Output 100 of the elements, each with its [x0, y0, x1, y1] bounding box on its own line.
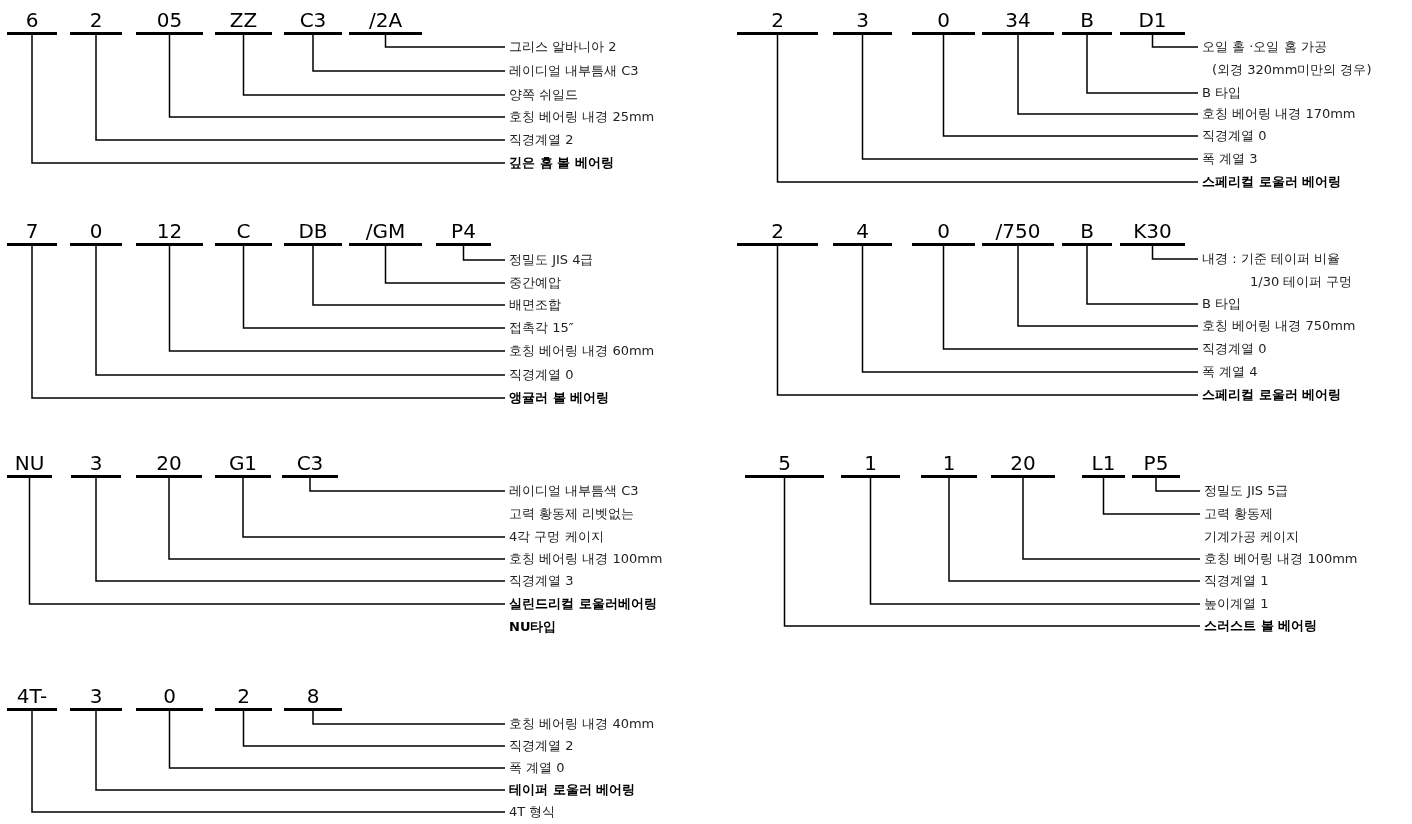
- description-text: B 타입: [1198, 295, 1242, 313]
- description-text: 정밀도 JIS 5급: [1200, 482, 1289, 500]
- description-text: 스러스트 볼 베어링: [1200, 617, 1318, 635]
- leader-line: [95, 710, 506, 791]
- leader-line: [942, 34, 1199, 137]
- code-segment: 6: [7, 8, 57, 35]
- leader-line: [95, 477, 506, 582]
- leader-line: [242, 477, 506, 538]
- description-text: 그리스 알바니아 2: [505, 38, 617, 56]
- leader-line: [28, 477, 506, 605]
- code-segment: C3: [284, 8, 342, 35]
- description-text: 직경계열 2: [505, 737, 574, 755]
- description-text: 접촉각 15″: [505, 319, 574, 337]
- description-text: 호칭 베어링 내경 25mm: [505, 108, 655, 126]
- leader-line: [948, 477, 1201, 582]
- leader-line: [1086, 34, 1199, 94]
- description-text: 호칭 베어링 내경 40mm: [505, 715, 655, 733]
- description-text: 중간예압: [505, 274, 561, 292]
- description-text: 스페리컬 로울러 베어링: [1198, 386, 1342, 404]
- code-segment: 7: [7, 219, 57, 246]
- leader-line: [861, 34, 1199, 160]
- leader-line: [168, 34, 506, 118]
- code-segment: 3: [71, 451, 121, 478]
- leader-line: [31, 245, 506, 399]
- leader-line: [776, 245, 1199, 396]
- code-segment: /GM: [349, 219, 422, 246]
- description-text: 높이계열 1: [1200, 595, 1269, 613]
- leader-line: [1017, 34, 1199, 115]
- code-segment: DB: [284, 219, 342, 246]
- leader-line: [869, 477, 1201, 605]
- description-text: 양쪽 쉬일드: [505, 86, 579, 104]
- description-text: 깊은 홈 볼 베어링: [505, 154, 614, 172]
- leader-line: [384, 245, 506, 284]
- code-segment: 2: [737, 8, 818, 35]
- code-segment: 5: [745, 451, 824, 478]
- leader-line: [783, 477, 1201, 627]
- code-segment: NU: [7, 451, 52, 478]
- leader-line: [1102, 477, 1201, 515]
- description-text: 레이디얼 내부틈색 C3: [505, 482, 639, 500]
- code-segment: /750: [982, 219, 1054, 246]
- description-text: 직경계열 0: [1198, 340, 1267, 358]
- description-text: 배면조합: [505, 296, 561, 314]
- leader-line: [31, 710, 506, 813]
- description-text: 내경 : 기준 테이퍼 비율 1/30 테이퍼 구멍: [1198, 250, 1353, 291]
- code-segment: 20: [991, 451, 1055, 478]
- code-segment: 1: [921, 451, 977, 478]
- description-text: 고력 황동제 리벳없는 4각 구멍 케이지: [505, 505, 635, 546]
- code-segment: ZZ: [215, 8, 272, 35]
- code-segment: 3: [70, 684, 122, 711]
- description-text: 폭 계열 4: [1198, 363, 1258, 381]
- leader-line: [1086, 245, 1199, 305]
- code-segment: 05: [136, 8, 203, 35]
- code-segment: P4: [436, 219, 491, 246]
- code-segment: K30: [1120, 219, 1185, 246]
- description-text: 앵귤러 볼 베어링: [505, 389, 610, 407]
- description-text: 정밀도 JIS 4급: [505, 251, 594, 269]
- leader-line: [309, 477, 506, 492]
- description-text: 폭 계열 3: [1198, 150, 1258, 168]
- leader-line: [95, 34, 506, 141]
- description-text: 고력 황동제 기계가공 케이지: [1200, 505, 1300, 546]
- leader-line: [31, 34, 506, 164]
- code-segment: 0: [912, 8, 975, 35]
- code-segment: B: [1062, 8, 1112, 35]
- description-text: 직경계열 0: [1198, 127, 1267, 145]
- code-segment: G1: [215, 451, 271, 478]
- code-segment: 2: [737, 219, 818, 246]
- leader-line: [462, 245, 506, 261]
- leader-line: [776, 34, 1199, 183]
- leader-line: [861, 245, 1199, 373]
- description-text: 직경계열 1: [1200, 572, 1269, 590]
- leader-line: [312, 34, 506, 72]
- description-text: 호칭 베어링 내경 100mm: [505, 550, 663, 568]
- code-segment: C3: [282, 451, 338, 478]
- leader-line: [312, 245, 506, 306]
- code-segment: /2A: [349, 8, 422, 35]
- code-segment: C: [215, 219, 272, 246]
- description-text: 호칭 베어링 내경 170mm: [1198, 105, 1356, 123]
- code-segment: 0: [136, 684, 203, 711]
- code-segment: 20: [136, 451, 202, 478]
- description-text: 직경계열 2: [505, 131, 574, 149]
- description-text: 직경계열 3: [505, 572, 574, 590]
- description-text: B 타입: [1198, 84, 1242, 102]
- leader-line: [1155, 477, 1201, 492]
- leader-line: [95, 245, 506, 376]
- code-segment: 34: [982, 8, 1054, 35]
- code-segment: 0: [70, 219, 122, 246]
- code-segment: 0: [912, 219, 975, 246]
- leader-line: [242, 710, 506, 747]
- leader-line: [242, 34, 506, 96]
- description-text: 테이퍼 로울러 베어링: [505, 781, 636, 799]
- leader-line: [168, 710, 506, 769]
- description-text: 호칭 베어링 내경 100mm: [1200, 550, 1358, 568]
- leader-line: [1151, 245, 1199, 260]
- description-text: 호칭 베어링 내경 60mm: [505, 342, 655, 360]
- code-segment: 4: [833, 219, 892, 246]
- code-segment: 3: [833, 8, 892, 35]
- code-segment: 12: [136, 219, 203, 246]
- description-text: 오일 홀 ·오일 홈 가공 (외경 320mm미만의 경우): [1198, 38, 1372, 79]
- leader-line: [168, 477, 506, 560]
- leader-line: [1022, 477, 1201, 560]
